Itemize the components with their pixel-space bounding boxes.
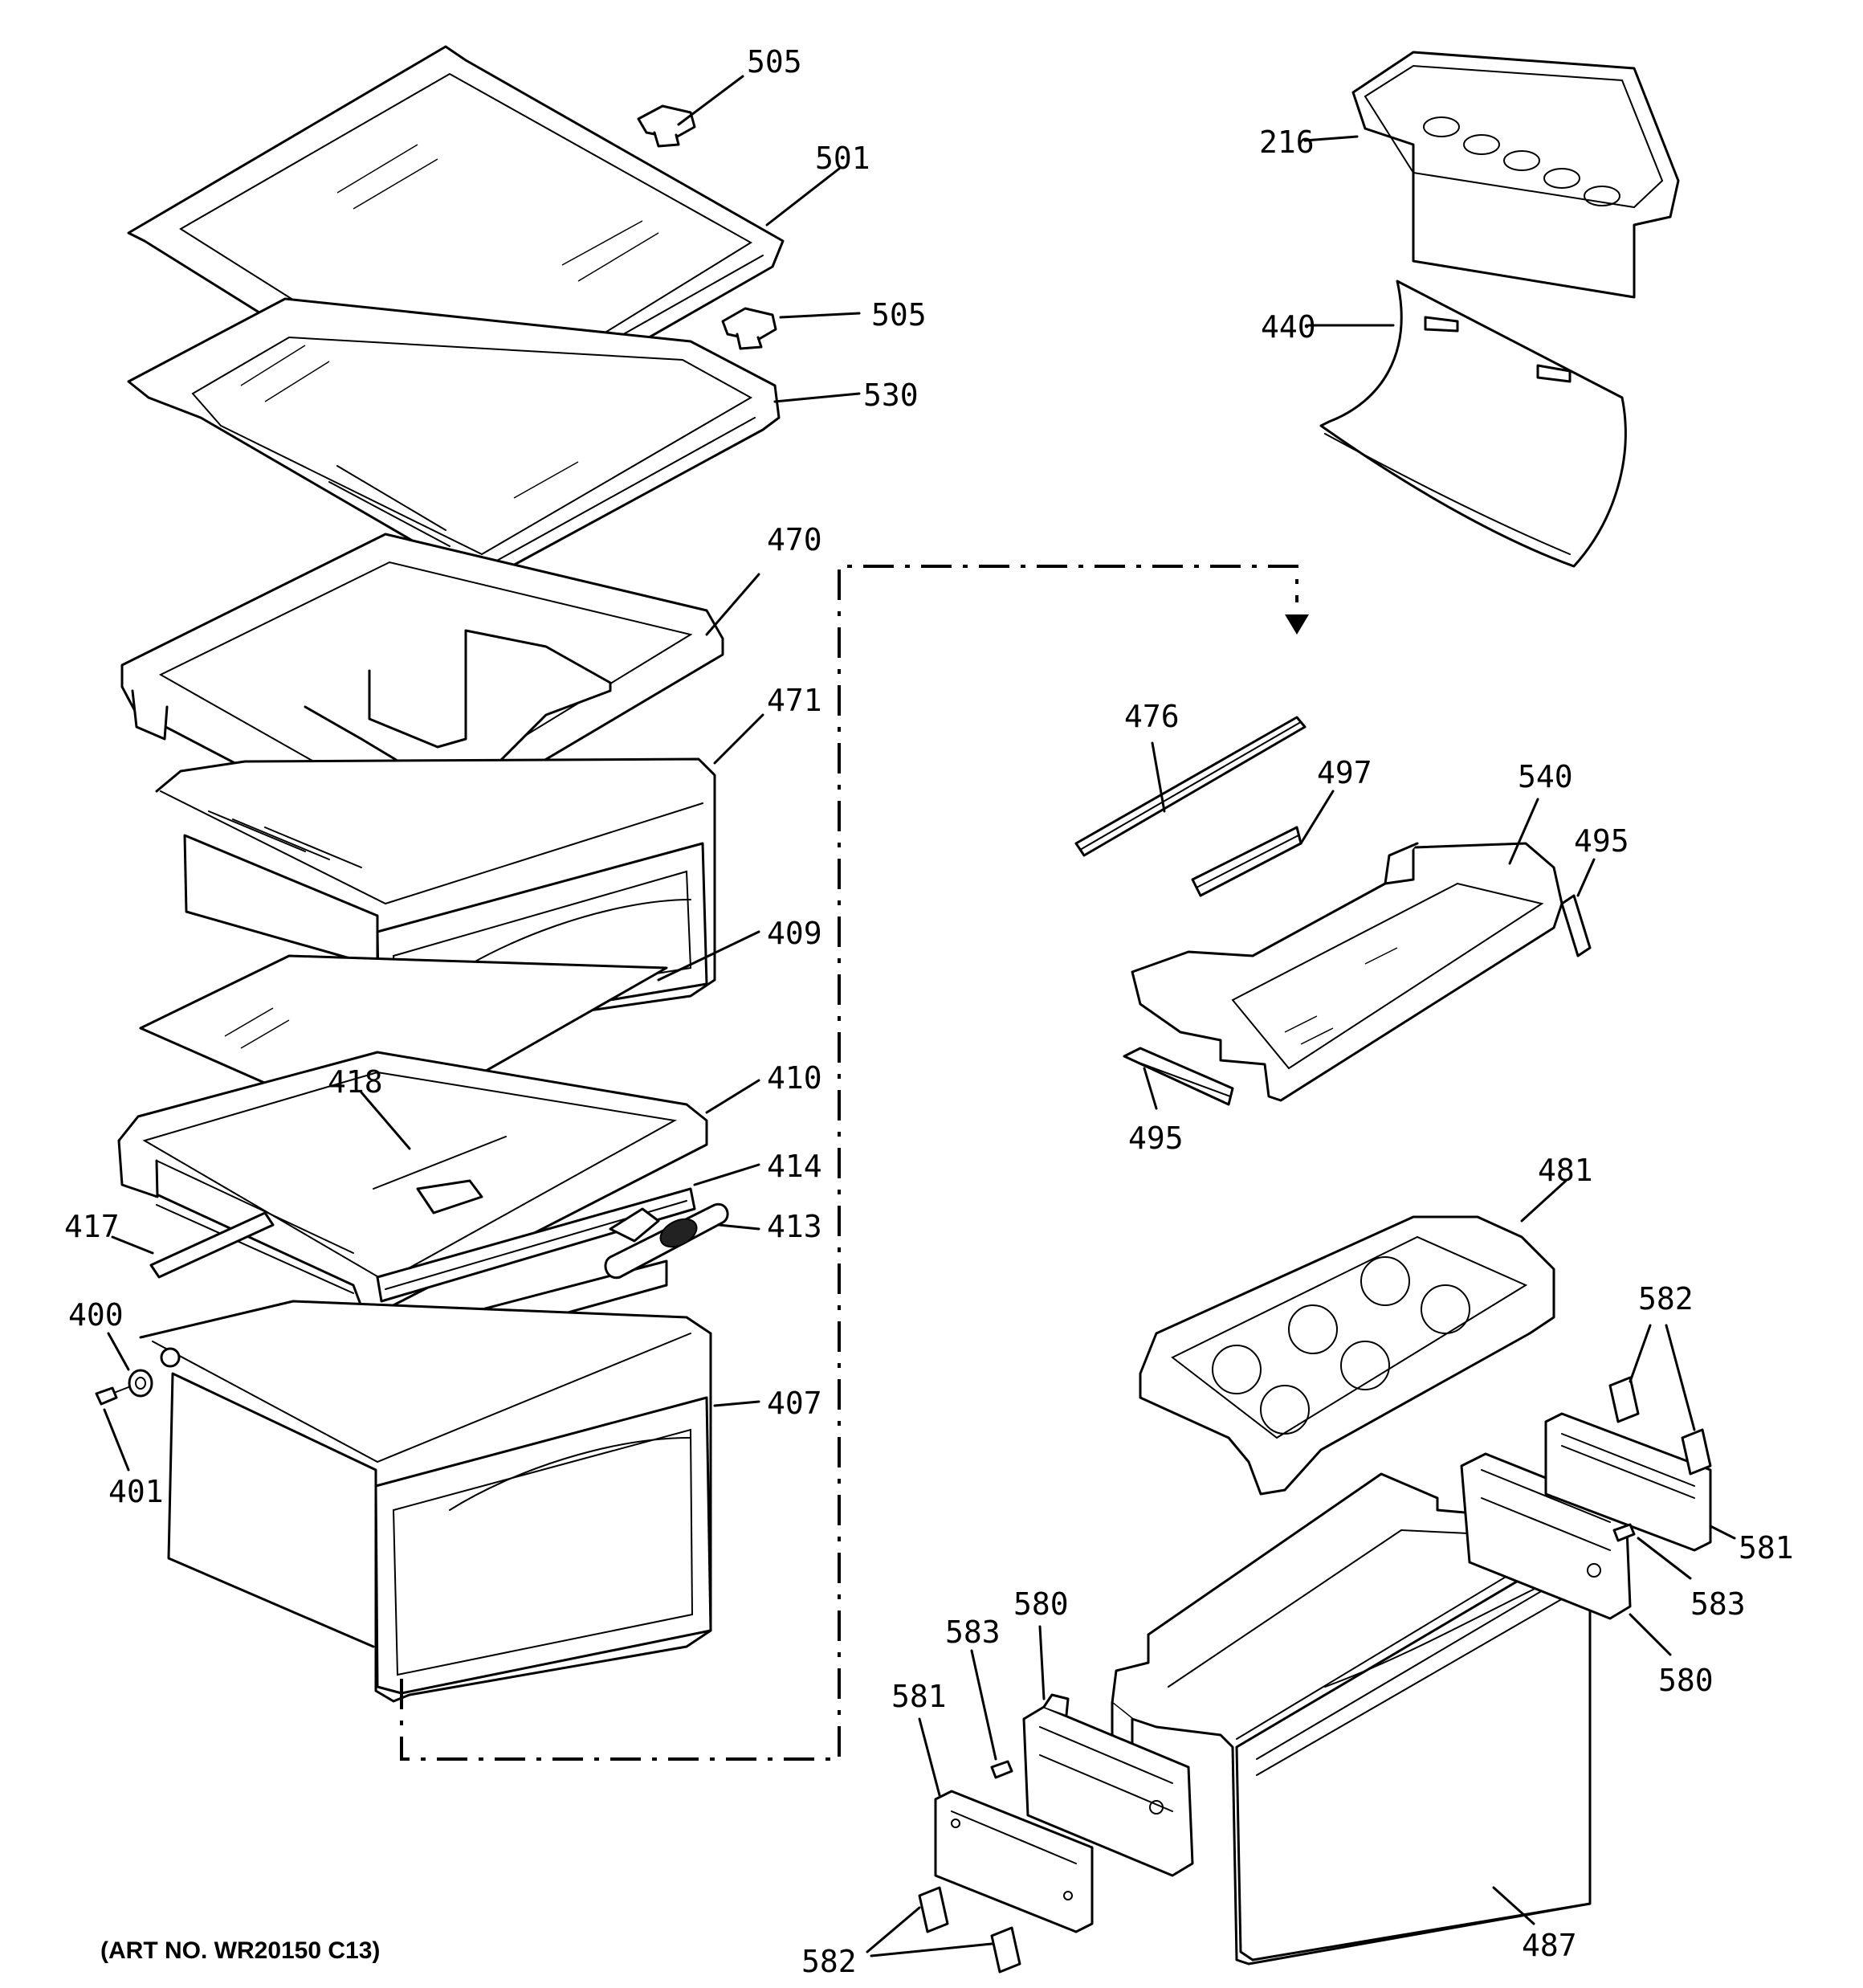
label-400: 400 [68,1297,124,1333]
part-582-stop-lower-2 [990,1926,1021,1974]
art-number: (ART NO. WR20150 C13) [100,1937,380,1964]
part-580-slide-left [1022,1693,1194,1877]
part-401-screw [95,1386,129,1406]
label-487: 487 [1522,1928,1577,1963]
label-580: 580 [1658,1663,1714,1698]
label-407: 407 [767,1386,822,1421]
part-582-stop-upper-1 [1608,1376,1640,1423]
leader-lines [103,75,1736,1957]
part-505-shelf-clip-upper [637,104,696,148]
label-476: 476 [1124,699,1180,734]
label-497: 497 [1317,755,1372,790]
part-497-clip [1191,826,1302,897]
label-470: 470 [767,522,822,557]
part-417-rod [149,1211,275,1279]
part-583-screw-left [990,1760,1013,1779]
label-505: 505 [871,297,927,333]
part-505-shelf-clip-lower [721,307,777,350]
label-471: 471 [767,683,822,718]
label-409: 409 [767,916,822,951]
part-583-screw-right [1612,1523,1636,1542]
assembly-bracket [400,565,1309,1761]
label-530: 530 [863,378,919,413]
label-505: 505 [747,44,802,80]
label-414: 414 [767,1149,822,1184]
part-410-crisper-frame [117,1051,708,1319]
part-216-bin [1351,51,1680,299]
part-581-rail-left [934,1790,1094,1933]
label-495: 495 [1574,823,1629,859]
label-581: 581 [891,1679,947,1714]
part-407-crisper-drawer [139,1300,712,1703]
part-495-rail-left [1123,1047,1234,1106]
label-581: 581 [1739,1530,1794,1565]
label-540: 540 [1518,759,1573,794]
label-583: 583 [1690,1586,1746,1622]
part-495-rail-right [1560,894,1592,957]
part-582-stop-lower-1 [918,1886,949,1933]
part-400-wheel [128,1369,153,1398]
part-476-strip [1074,716,1307,857]
arrowhead-icon [1285,614,1309,635]
part-530-shelf-frame [127,297,781,592]
part-481-egg-tray [1139,1215,1555,1496]
label-495: 495 [1128,1121,1184,1156]
label-501: 501 [815,141,870,176]
label-401: 401 [108,1474,164,1509]
label-418: 418 [328,1064,383,1100]
label-216: 216 [1259,125,1315,160]
label-583: 583 [945,1614,1001,1650]
label-481: 481 [1538,1153,1593,1188]
label-413: 413 [767,1209,822,1244]
label-410: 410 [767,1060,822,1096]
label-580: 580 [1013,1586,1069,1622]
part-540-deli-tray [1131,842,1563,1102]
label-417: 417 [64,1209,120,1244]
label-582: 582 [801,1944,857,1979]
label-440: 440 [1261,309,1316,345]
part-440-curved-cover [1319,280,1627,568]
part-487-deli-drawer [1111,1472,1592,1966]
label-582: 582 [1638,1281,1694,1316]
part-582-stop-upper-2 [1681,1428,1712,1476]
part-413-roller [604,1202,729,1280]
part-581-rail-right [1544,1412,1712,1552]
